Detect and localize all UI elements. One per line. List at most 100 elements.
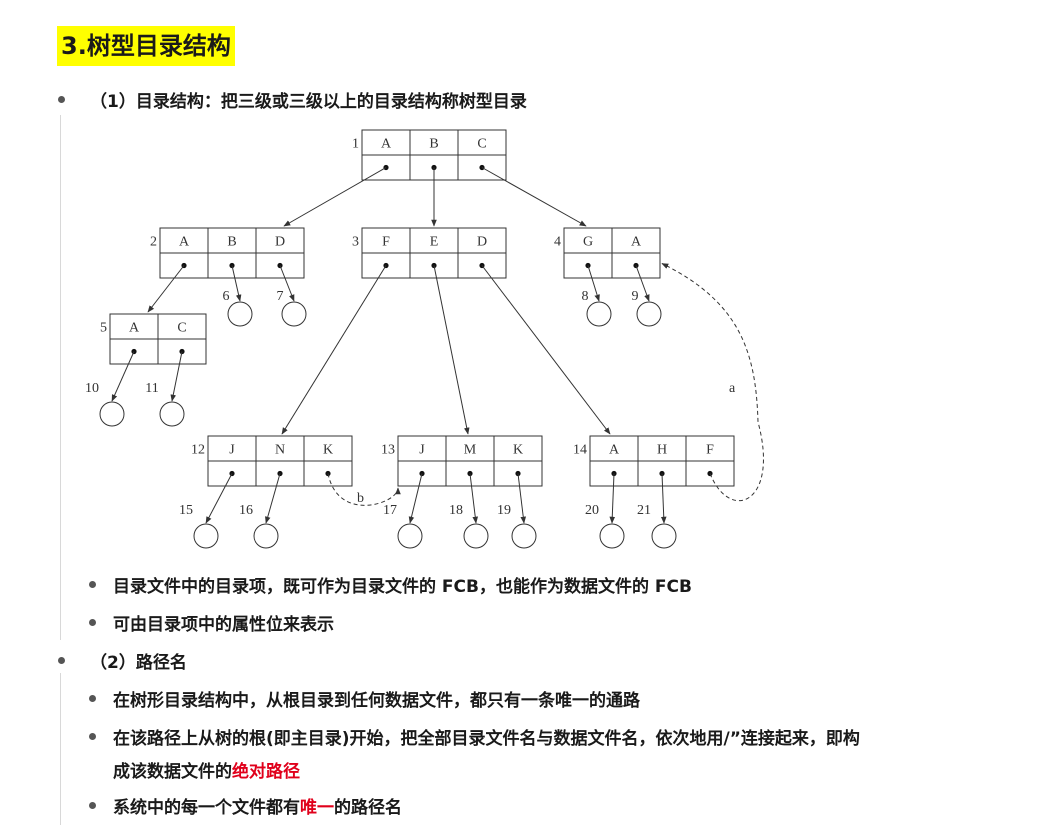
directory-node: 2 A B D [150,227,305,279]
directory-node: 4 G A [554,227,661,279]
entry-name: B [227,235,236,250]
link-b [327,473,401,506]
directory-number: 5 [100,321,107,336]
entry-name: E [430,235,439,250]
entry-name: A [631,235,642,250]
entry-name: K [513,443,523,458]
file-node: 8 [582,289,612,327]
list-item-continuation: 成该数据文件的绝对路径 [113,757,300,782]
entry-name: A [381,137,392,152]
list-item: 可由目录项中的属性位来表示 [113,615,334,635]
text-segment: 的路径名 [334,798,402,818]
file-number: 16 [239,503,253,518]
tree-edge [635,265,650,302]
bullet [58,96,65,103]
entry-name: A [129,321,140,336]
directory-number: 13 [381,443,395,458]
entry-name: M [464,443,477,458]
link-label-b: b [357,491,364,506]
file-number: 10 [85,381,99,396]
file-node: 17 [383,503,423,549]
file-node: 18 [449,503,489,549]
indent-guide [60,115,61,640]
entry-name: D [275,235,285,250]
bullet [89,802,96,809]
entry-name: H [657,443,667,458]
file-node: 9 [632,289,662,327]
section-title-2: （2）路径名 [90,653,187,673]
entry-name: D [477,235,487,250]
section-title-1: （1）目录结构：把三级或三级以上的目录结构称树型目录 [90,92,527,112]
tree-edge [587,265,600,302]
directory-number: 2 [150,235,157,250]
list-item: 在树形目录结构中，从根目录到任何数据文件，都只有一条唯一的通路 [113,691,640,711]
entry-name: J [419,443,425,458]
file-number: 21 [637,503,651,518]
pointer-dot [633,262,639,269]
tree-edge [111,351,135,402]
tree-edge [517,473,527,524]
entry-name: A [179,235,190,250]
link-a [661,263,764,502]
file-number: 18 [449,503,463,518]
file-number: 17 [383,503,397,518]
section-heading: 3.树型目录结构 [57,26,235,66]
tree-edge [660,473,667,524]
file-number: 6 [223,289,230,304]
tree-edge [408,473,423,524]
tree-edge [283,167,387,227]
directory-node: 13 J M K [381,435,543,487]
tree-edge [481,265,611,435]
bullet [89,733,96,740]
file-node: 21 [637,503,677,549]
file-node: 20 [585,503,625,549]
pointer-dot [431,262,437,269]
file-number: 19 [497,503,511,518]
pointer-dot [229,262,235,269]
file-number: 7 [277,289,284,304]
tree-edge [279,265,295,302]
file-node: 7 [277,289,307,327]
tree-edge [170,351,183,402]
bullet [89,619,96,626]
link-label-a: a [729,381,736,396]
highlight-text: 绝对路径 [232,762,300,782]
entry-name: F [706,443,714,458]
pointer-dot [277,262,283,269]
entry-name: G [583,235,593,250]
pointer-dot [179,348,185,355]
file-node: 16 [239,503,279,549]
list-item: 目录文件中的目录项，既可作为目录文件的 FCB，也能作为数据文件的 FCB [113,577,692,597]
tree-edge [281,265,387,435]
entry-name: F [382,235,390,250]
text-segment: 系统中的每一个文件都有 [113,798,300,818]
tree-edge [433,265,470,435]
directory-number: 1 [352,137,359,152]
file-number: 20 [585,503,599,518]
file-node: 6 [223,289,253,327]
bullet [58,657,65,664]
directory-node: 5 A C [100,313,207,365]
indent-guide [60,673,61,825]
pointer-dot [325,470,331,477]
text-segment: 成该数据文件的 [113,762,232,782]
tree-edge [231,265,242,302]
file-node: 15 [179,503,219,549]
file-number: 11 [145,381,158,396]
highlight-text: 唯一 [300,798,334,818]
directory-number: 12 [191,443,205,458]
list-item: 在该路径上从树的根(即主目录)开始，把全部目录文件名与数据文件名，依次地用/”连… [113,729,860,749]
bullet [89,581,96,588]
tree-edge [147,265,185,313]
tree-edge [609,473,616,524]
file-node: 10 [85,381,125,427]
directory-number: 14 [573,443,587,458]
file-number: 15 [179,503,193,518]
pointer-dot [585,262,591,269]
entry-name: C [177,321,186,336]
tree-edge [481,167,587,227]
directory-number: 4 [554,235,561,250]
entry-name: A [609,443,620,458]
